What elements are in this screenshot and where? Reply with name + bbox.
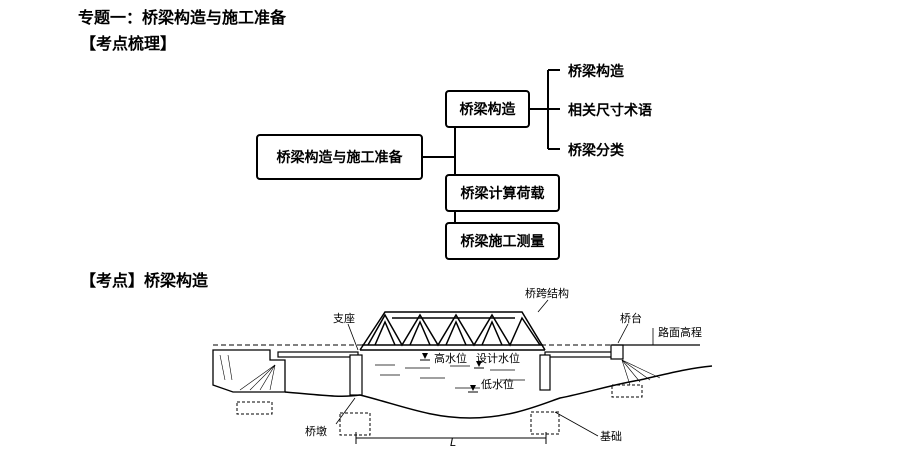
mindmap-leaf-terms: 相关尺寸术语 xyxy=(568,103,652,119)
label-road-elevation: 路面高程 xyxy=(658,325,702,339)
mindmap-leaf-classification: 桥梁分类 xyxy=(568,143,624,159)
mindmap-branch-survey: 桥梁施工测量 xyxy=(445,222,560,260)
mindmap-branch-load: 桥梁计算荷载 xyxy=(445,174,560,212)
section-heading-outline: 【考点梳理】 xyxy=(80,34,177,53)
label-pier: 桥墩 xyxy=(305,424,327,438)
label-span-length: L xyxy=(450,436,456,449)
label-high-water: 高水位 xyxy=(434,351,467,365)
mindmap-root: 桥梁构造与施工准备 xyxy=(256,134,423,180)
label-low-water: 低水位 xyxy=(481,377,514,391)
label-support: 支座 xyxy=(333,311,355,325)
page-title: 专题一：桥梁构造与施工准备 xyxy=(78,8,287,27)
label-abutment: 桥台 xyxy=(620,311,642,325)
label-span-structure: 桥跨结构 xyxy=(525,286,569,300)
mindmap-leaf-structure: 桥梁构造 xyxy=(568,64,624,80)
section-heading-topic: 【考点】桥梁构造 xyxy=(80,271,209,290)
label-design-water: 设计水位 xyxy=(476,351,520,365)
label-foundation: 基础 xyxy=(600,430,622,443)
mindmap-branch-structure: 桥梁构造 xyxy=(445,90,530,128)
